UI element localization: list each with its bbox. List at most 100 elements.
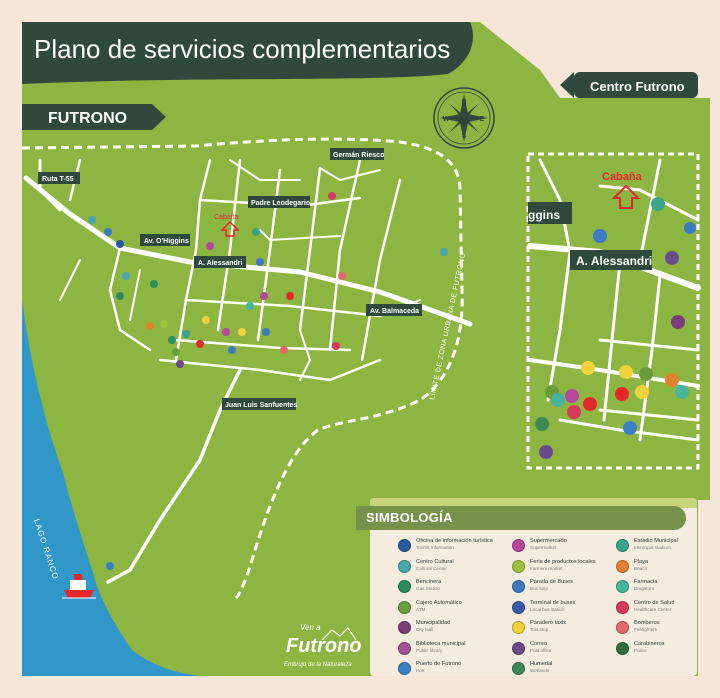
svg-text:Av. O'Higgins: Av. O'Higgins	[144, 238, 189, 245]
svg-text:Cabaña: Cabaña	[214, 214, 239, 221]
svg-text:Embrujo de la Naturaleza: Embrujo de la Naturaleza	[284, 662, 352, 668]
gas-station-icon	[398, 580, 411, 593]
svg-text:Av. Balmaceda: Av. Balmaceda	[370, 308, 419, 315]
wetland-icon	[512, 662, 525, 675]
district-tab-bg	[22, 104, 152, 130]
legend-item-sub: Drugstore	[634, 586, 655, 591]
inset-cabana-label: Cabaña	[602, 171, 643, 183]
health-icon	[616, 600, 629, 614]
legend-item-sub: Post office	[530, 647, 552, 653]
compass-e: E	[480, 116, 485, 123]
legend-item-name: Carabineros	[634, 640, 665, 647]
firefighters-icon	[616, 621, 629, 634]
legend-item-name: Feria de productos locales	[530, 558, 596, 565]
legend-item-name: Bencinera	[416, 579, 442, 585]
svg-text:Ven a: Ven a	[300, 623, 321, 632]
legend-item-sub: Healthcare Center	[634, 606, 672, 612]
market-icon	[512, 559, 525, 573]
legend-item-sub: Bus stop	[530, 586, 548, 591]
legend-header: SIMBOLOGÍA	[356, 506, 686, 530]
legend-item-name: Biblioteca municipal	[416, 640, 466, 647]
legend-item-sub: Taxi stop	[530, 627, 549, 632]
legend-item-sub: Cultural Center	[416, 565, 447, 571]
service-pins-main	[88, 192, 448, 570]
street-label-leodegario: Padre Leodegario	[248, 196, 310, 208]
legend-item-sub: Police	[634, 647, 647, 653]
street-label-riesco: Germán Riesco	[330, 148, 384, 160]
svg-text:Juan Luis Sanfuentes: Juan Luis Sanfuentes	[225, 402, 297, 409]
compass-n: N	[461, 99, 466, 106]
legend-item-name: Oficina de información turística	[416, 538, 493, 544]
street-label-ohiggins: Av. O'Higgins	[140, 234, 190, 246]
district-label: FUTRONO	[48, 110, 127, 127]
svg-text:Germán Riesco: Germán Riesco	[333, 152, 384, 159]
legend-item-sub: City Hall	[416, 627, 434, 632]
legend-panel: SIMBOLOGÍA Oficina de información turíst…	[356, 498, 697, 676]
taxi-icon	[512, 621, 525, 634]
legend-item-sub: Wetlands	[530, 668, 550, 673]
legend-item-name: Estadio Municipal	[634, 538, 678, 544]
port-icon	[398, 662, 411, 675]
supermarket-icon	[512, 539, 525, 552]
legend-item-name: Cajero Automático	[416, 599, 462, 606]
stadium-icon	[616, 539, 629, 552]
inset-cabana-arrow-icon	[611, 184, 641, 209]
svg-text:A. Alessandri: A. Alessandri	[198, 260, 243, 267]
legend-item-sub: Municipal stadium	[634, 545, 671, 550]
street-label-ruta: Ruta T-55	[38, 172, 80, 184]
legend-item-name: Centro de Salud	[634, 599, 675, 606]
legend-item-name: Parada de Buses	[530, 579, 573, 585]
legend-item-sub: Port	[416, 668, 425, 673]
street-label-sanfuentes: Juan Luis Sanfuentes	[222, 398, 297, 410]
police-icon	[616, 641, 629, 655]
cabana-marker-main: Cabaña	[214, 214, 240, 237]
svg-text:Padre Leodegario: Padre Leodegario	[251, 200, 310, 207]
legend-item-name: Puerto de Futrono	[416, 661, 462, 667]
atm-icon	[398, 600, 411, 614]
legend-item-name: Correo	[530, 640, 548, 647]
legend-item-name: Supermercado	[530, 538, 567, 544]
legend-item-name: Centro Cultural	[416, 558, 454, 565]
boat-icon	[62, 574, 96, 599]
legend-item-name: Municipalidad	[416, 620, 451, 626]
svg-text:Futrono: Futrono	[286, 635, 362, 657]
culture-icon	[398, 559, 411, 573]
legend-item-name: Playa	[634, 558, 648, 565]
legend-item-name: Terminal de buses	[530, 599, 576, 606]
legend-item-sub: Gas Station	[416, 586, 441, 591]
legend-item-sub: Public library	[416, 647, 443, 653]
legend-title: SIMBOLOGÍA	[366, 510, 453, 525]
compass-w: W	[443, 116, 450, 123]
legend-item-sub: Beach	[634, 565, 648, 571]
map-title: Plano de servicios complementarios	[34, 34, 450, 64]
legend-item-sub: Firefighters	[634, 627, 657, 632]
urban-limit-boundary	[21, 137, 464, 600]
legend-item-sub: Supermarket	[530, 545, 557, 550]
inset-street-ohiggins: ggins	[528, 208, 560, 222]
legend-item-sub: Tourist Information	[416, 545, 454, 550]
info-icon	[398, 539, 411, 552]
bus-stop-icon	[512, 580, 525, 593]
legend-item-sub: Local bus station	[530, 606, 565, 612]
mail-icon	[512, 641, 525, 655]
city-hall-icon	[398, 621, 411, 634]
svg-text:Ruta T-55: Ruta T-55	[42, 176, 74, 183]
bus-terminal-icon	[512, 600, 525, 614]
legend-item-sub: Farmers market	[530, 565, 563, 571]
